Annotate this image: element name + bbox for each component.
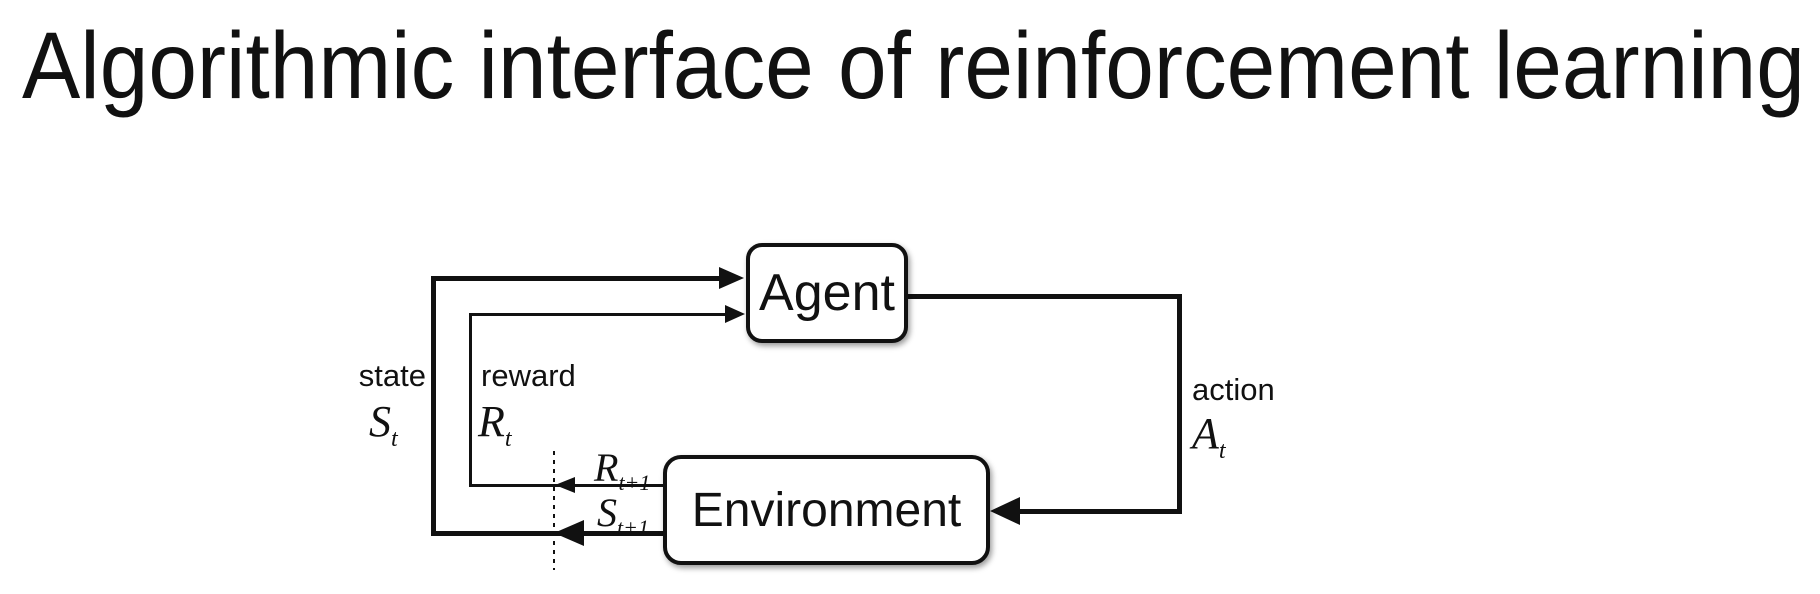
action-symbol-base: A — [1192, 409, 1219, 458]
reward-loop-line-top — [469, 313, 727, 316]
action-loop-line-bottom — [1020, 509, 1182, 514]
state-loop-line-vertical — [431, 276, 436, 536]
next-state-arrowhead-icon — [554, 520, 584, 546]
state-to-agent-arrowhead-icon — [719, 267, 744, 289]
environment-node-label: Environment — [691, 483, 962, 537]
reward-to-agent-arrowhead-icon — [725, 305, 745, 323]
reward-loop-line-vertical — [469, 313, 472, 487]
next-reward-symbol: Rt+1 — [594, 446, 650, 495]
action-symbol-subscript: t — [1218, 436, 1226, 464]
next-state-symbol-subscript: t+1 — [617, 515, 649, 540]
reward-edge-label: reward — [481, 358, 576, 393]
action-edge-label: action — [1192, 372, 1275, 407]
state-symbol-base: S — [369, 397, 391, 446]
state-symbol-subscript: t — [391, 424, 398, 452]
action-loop-line-top — [908, 294, 1182, 299]
agent-node-label: Agent — [759, 264, 895, 322]
next-reward-symbol-subscript: t+1 — [618, 470, 651, 495]
next-state-symbol-base: S — [597, 490, 617, 535]
next-state-symbol: St+1 — [597, 491, 649, 540]
reward-symbol-subscript: t — [504, 424, 512, 452]
timestep-boundary-dashed-line — [553, 451, 555, 570]
environment-node: Environment — [663, 455, 990, 565]
state-loop-line-top — [431, 276, 721, 281]
next-reward-symbol-base: R — [594, 445, 619, 490]
action-symbol: At — [1192, 409, 1226, 464]
reward-symbol: Rt — [478, 397, 512, 452]
next-reward-arrowhead-icon — [555, 477, 575, 493]
slide-title: Algorithmic interface of reinforcement l… — [22, 13, 1805, 119]
state-loop-line-bottom — [431, 531, 663, 536]
state-edge-label: state — [358, 358, 426, 393]
action-loop-line-vertical — [1177, 294, 1182, 514]
state-symbol: St — [369, 397, 398, 452]
reward-symbol-base: R — [478, 397, 505, 446]
agent-node: Agent — [746, 243, 908, 343]
action-to-environment-arrowhead-icon — [990, 497, 1020, 525]
